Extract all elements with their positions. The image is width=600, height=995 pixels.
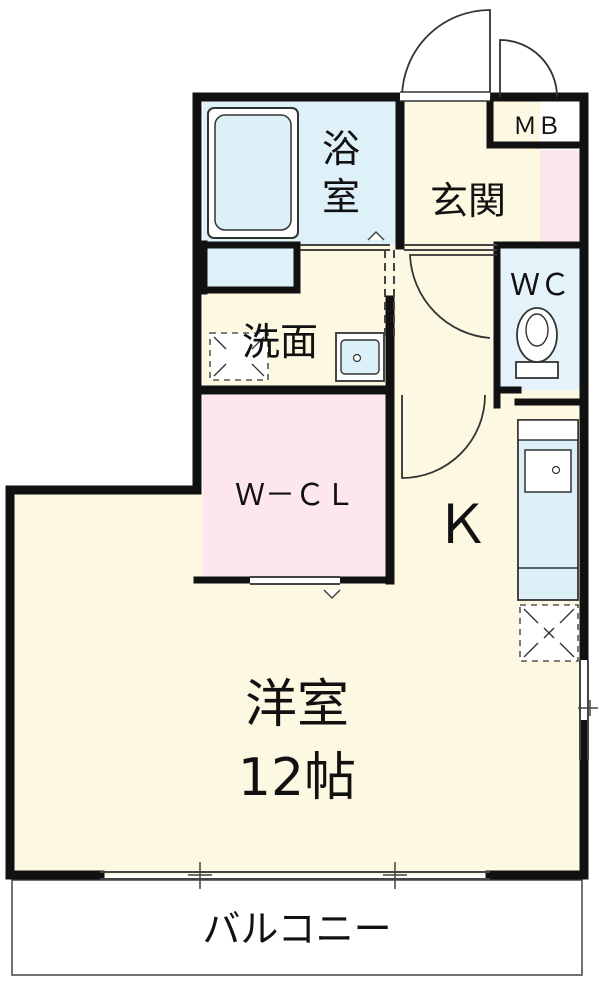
wc-label: ＷＣ <box>510 268 570 303</box>
bathtub-inner <box>214 114 292 231</box>
washing-machine-spot <box>209 332 269 381</box>
door-swings <box>401 9 558 479</box>
bath-alcove-floor <box>203 245 297 290</box>
toilet-seat <box>525 313 549 347</box>
kitchen-sink-drain <box>551 465 561 475</box>
closet-label: Ｗ－ＣＬ <box>235 478 355 513</box>
entrance-floor <box>400 100 540 245</box>
bath-label-2: 室 <box>322 175 360 219</box>
closet-floor <box>203 395 388 580</box>
balcony-floor <box>11 879 583 976</box>
kitchen-counter-top <box>517 419 579 441</box>
meter-box-floor <box>540 150 584 245</box>
bath-label-1: 浴 <box>322 127 360 171</box>
washroom-label: 洗面 <box>242 320 318 364</box>
entrance-label: 玄関 <box>430 179 506 223</box>
toilet-tank <box>515 361 559 379</box>
kitchen-sink <box>524 449 572 493</box>
kitchen-label: Ｋ <box>435 493 489 556</box>
kitchen-counter <box>517 419 579 601</box>
western-room-label-2: 12帖 <box>238 748 356 808</box>
balcony-label: バルコニー <box>202 907 391 951</box>
western-room-label-1: 洋室 <box>245 675 349 735</box>
balcony-windows <box>100 862 490 889</box>
washbasin-drain <box>352 353 362 363</box>
meter-box-label: ＭＢ <box>513 112 561 140</box>
